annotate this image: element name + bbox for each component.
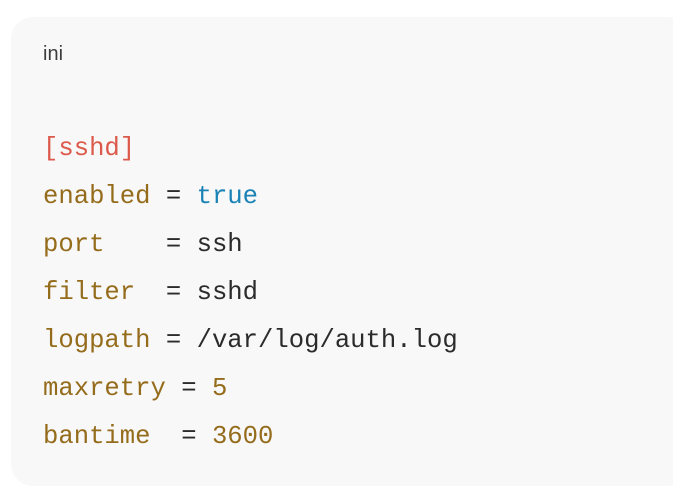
config-value: 3600	[211, 422, 274, 451]
config-key: filter	[43, 278, 136, 307]
config-key: enabled	[43, 182, 151, 211]
config-value: true	[196, 182, 259, 211]
config-key: logpath	[43, 326, 151, 355]
equals-operator: =	[165, 182, 182, 211]
code-line-section: [sshd]	[43, 125, 458, 173]
padding	[166, 374, 181, 403]
code-line: filter = sshd	[43, 269, 458, 317]
config-key: maxretry	[43, 374, 166, 403]
config-value: sshd	[196, 278, 259, 307]
code-line: bantime = 3600	[43, 413, 458, 461]
equals-operator: =	[165, 230, 182, 259]
code-line: maxretry = 5	[43, 365, 458, 413]
config-key: bantime	[43, 422, 151, 451]
config-value: ssh	[196, 230, 243, 259]
equals-operator: =	[181, 422, 197, 451]
padding	[104, 230, 165, 259]
code-line: logpath = /var/log/auth.log	[43, 317, 458, 365]
config-value: /var/log/auth.log	[196, 326, 458, 355]
padding	[151, 326, 166, 355]
code-line: enabled = true	[43, 173, 458, 221]
equals-operator: =	[165, 326, 182, 355]
config-value: 5	[211, 374, 228, 403]
code-line: port = ssh	[43, 221, 458, 269]
section-header: [sshd]	[43, 134, 136, 163]
padding	[135, 278, 166, 307]
config-key: port	[43, 230, 105, 259]
code-language-label: ini	[43, 43, 64, 65]
equals-operator: =	[181, 374, 197, 403]
equals-operator: =	[165, 278, 182, 307]
padding	[151, 182, 166, 211]
padding	[151, 422, 182, 451]
